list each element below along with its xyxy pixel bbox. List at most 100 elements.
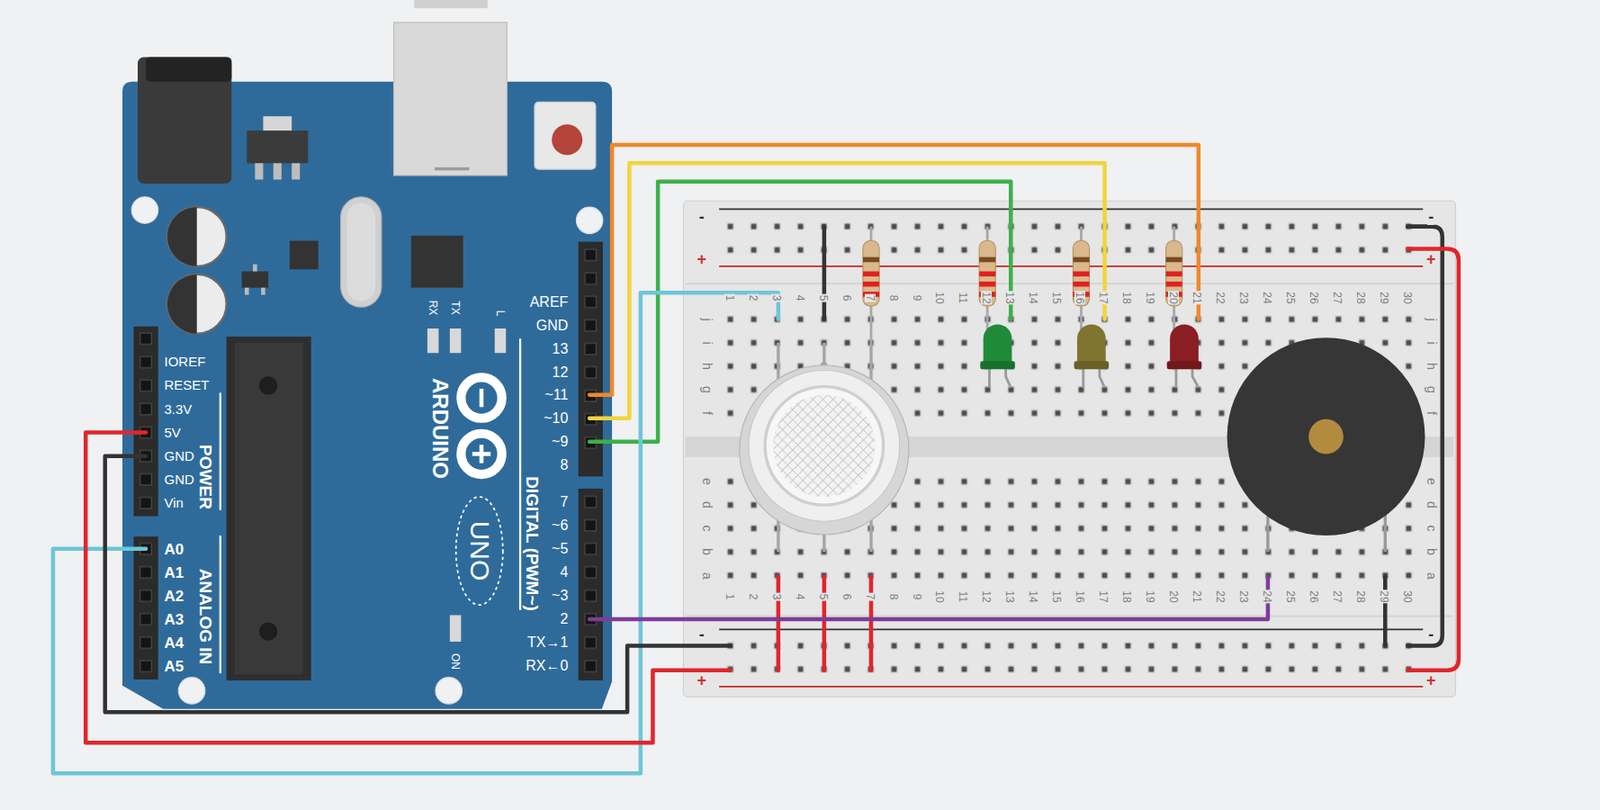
- rail-sign: -: [1427, 208, 1435, 225]
- row-letter: j: [1425, 316, 1439, 322]
- power-jack: [137, 56, 232, 184]
- text-holder: DIGITAL (PWM~): [522, 476, 540, 612]
- transistor-leg: [244, 287, 250, 296]
- text-holder: 12: [552, 365, 569, 380]
- microcontroller: [226, 336, 312, 681]
- text-holder: 2: [559, 611, 568, 627]
- pin-label: GND: [536, 318, 569, 333]
- column-number: 7: [864, 593, 876, 602]
- mount-hole: [575, 206, 603, 234]
- buzzer-center: [1308, 419, 1344, 455]
- text-holder: 3: [770, 294, 785, 303]
- text-holder: ANALOG IN: [196, 567, 214, 665]
- resistor-band: [862, 271, 880, 278]
- column-number: 23: [1238, 589, 1250, 603]
- text-holder: 21: [1190, 589, 1205, 603]
- led-label: L: [494, 310, 506, 317]
- yellow-led: [1077, 323, 1106, 365]
- pin-label: RX←0: [525, 658, 568, 674]
- resistor-band: [979, 257, 996, 263]
- text-holder: c: [700, 524, 715, 533]
- row-letter: e: [701, 476, 714, 486]
- text-holder: 15: [1050, 589, 1065, 603]
- column-number: 17: [1097, 589, 1109, 603]
- gas-sensor-base: [739, 365, 909, 535]
- power-header: [133, 326, 158, 517]
- positive-rail-line: [719, 685, 1423, 688]
- text-holder: 8: [559, 458, 568, 473]
- text-holder: 20: [1167, 589, 1182, 603]
- text-holder: +: [696, 251, 709, 268]
- row-letter: f: [1425, 410, 1439, 416]
- text-holder: POWER: [196, 445, 214, 511]
- gas-sensor-body: [748, 369, 900, 522]
- rail-sign: +: [696, 672, 709, 689]
- column-number: 28: [1355, 290, 1367, 305]
- usb-slot: [434, 167, 470, 171]
- text-holder: -: [698, 208, 706, 225]
- text-holder: 29: [1377, 290, 1393, 305]
- text-holder: +: [1425, 251, 1438, 268]
- text-holder: 12: [979, 589, 995, 603]
- text-holder: A1: [163, 564, 184, 580]
- column-number: 14: [1027, 290, 1039, 305]
- column-number: 16: [1074, 589, 1086, 603]
- column-number: 24: [1261, 290, 1273, 305]
- led-symbol: [979, 323, 1016, 387]
- rail-sign: +: [696, 251, 709, 268]
- text-holder: 3: [770, 593, 785, 602]
- text-holder: A2: [163, 587, 184, 603]
- capacitor: [167, 274, 227, 334]
- text-holder: 7: [559, 494, 568, 510]
- column-number: 23: [1238, 290, 1250, 305]
- regulator-leg: [291, 162, 300, 180]
- text-holder: +: [696, 672, 709, 689]
- row-letter: d: [701, 500, 714, 510]
- column-number: 29: [1378, 589, 1390, 603]
- column-number: 7: [864, 294, 876, 303]
- text-holder: 8: [887, 294, 902, 303]
- resistor-band: [979, 281, 996, 288]
- text-holder: f: [1424, 410, 1439, 416]
- pin-label: A1: [163, 564, 184, 580]
- text-holder: RX←0: [525, 658, 568, 674]
- row-letter: a: [1425, 572, 1439, 582]
- text-holder: ~3: [551, 588, 568, 603]
- text-holder: ~9: [551, 434, 568, 450]
- row-letter: f: [701, 410, 714, 416]
- text-holder: b: [1424, 547, 1439, 557]
- rail-sign: -: [1427, 626, 1435, 643]
- column-number: 13: [1004, 589, 1016, 603]
- breadboard: 1234567891011121314151617181920212223242…: [683, 200, 1456, 697]
- gas-sensor-mesh: [773, 395, 875, 497]
- resistor-body: [1166, 241, 1183, 307]
- column-number: 17: [1097, 290, 1109, 305]
- power-jumper: [869, 575, 874, 670]
- power-jumper: [822, 575, 827, 670]
- text-holder: a: [1424, 572, 1439, 582]
- text-holder: 19: [1143, 290, 1159, 305]
- rail-jumper: [1407, 226, 1443, 647]
- resistor-body: [862, 241, 880, 307]
- text-holder: 11: [956, 590, 971, 603]
- column-number: 9: [911, 593, 923, 602]
- header-sockets: [578, 490, 603, 679]
- column-number: 4: [794, 294, 806, 303]
- row-letter: d: [1425, 500, 1439, 510]
- text-holder: 13: [552, 341, 569, 357]
- rail-divider: [685, 615, 1455, 618]
- text-holder: RX: [426, 300, 441, 316]
- pin-label: RESET: [163, 377, 209, 392]
- jumper-wire: [85, 432, 730, 744]
- pin-label: 13: [552, 341, 569, 357]
- text-holder: 7: [863, 294, 879, 303]
- text-holder: GND: [163, 449, 194, 464]
- column-number: 18: [1121, 589, 1133, 603]
- text-holder: e: [1424, 476, 1439, 486]
- text-holder: 8: [887, 593, 902, 602]
- status-led: [494, 328, 506, 353]
- resistor-band: [1072, 281, 1089, 288]
- column-number: 3: [771, 294, 783, 303]
- text-holder: 27: [1330, 589, 1346, 603]
- column-number: 15: [1051, 290, 1062, 305]
